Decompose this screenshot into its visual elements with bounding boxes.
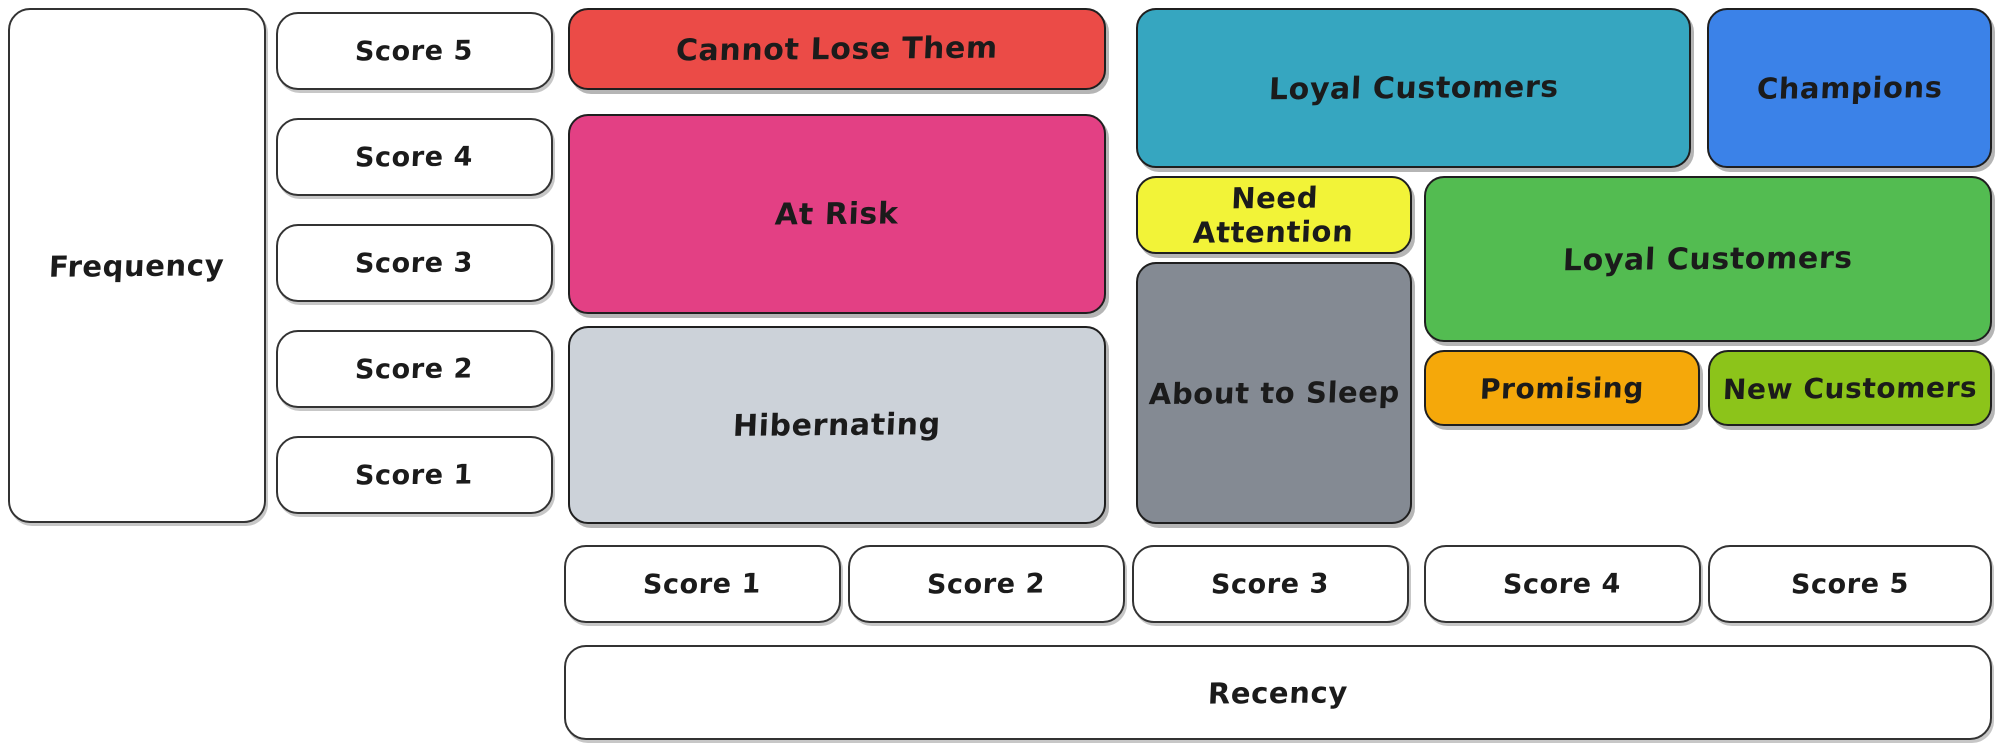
recency-score-3[interactable]: Score 3 — [1132, 545, 1409, 623]
segment-hibernating-label: Hibernating — [732, 406, 942, 444]
recency-score-5[interactable]: Score 5 — [1708, 545, 1992, 623]
frequency-score-2[interactable]: Score 2 — [276, 330, 553, 408]
segment-hibernating[interactable]: Hibernating — [568, 326, 1106, 524]
segment-need-attention-label: Need Attention — [1192, 180, 1355, 250]
recency-score-1[interactable]: Score 1 — [564, 545, 841, 623]
segment-loyal-customers-right-label: Loyal Customers — [1562, 240, 1854, 278]
frequency-score-1[interactable]: Score 1 — [276, 436, 553, 514]
segment-promising-label: Promising — [1479, 370, 1645, 406]
segment-about-to-sleep[interactable]: About to Sleep — [1136, 262, 1412, 524]
frequency-score-1-label: Score 1 — [354, 458, 475, 492]
segment-about-to-sleep-label: About to Sleep — [1147, 374, 1401, 412]
frequency-score-3[interactable]: Score 3 — [276, 224, 553, 302]
frequency-score-4[interactable]: Score 4 — [276, 118, 553, 196]
segment-at-risk-label: At Risk — [774, 195, 900, 233]
frequency-axis-label: Frequency — [8, 8, 266, 523]
frequency-score-5[interactable]: Score 5 — [276, 12, 553, 90]
frequency-score-4-label: Score 4 — [354, 140, 475, 174]
frequency-score-5-label: Score 5 — [354, 34, 475, 68]
segment-new-customers-label: New Customers — [1722, 370, 1978, 406]
segment-cannot-lose-them-label: Cannot Lose Them — [675, 30, 999, 68]
recency-axis-label: Recency — [564, 645, 1992, 740]
recency-score-4-label: Score 4 — [1502, 567, 1623, 601]
recency-axis-text: Recency — [1207, 674, 1349, 711]
segment-at-risk[interactable]: At Risk — [568, 114, 1106, 314]
segment-loyal-customers-upper-label: Loyal Customers — [1267, 69, 1560, 107]
segment-loyal-customers-upper[interactable]: Loyal Customers — [1136, 8, 1691, 168]
segment-loyal-customers-right[interactable]: Loyal Customers — [1424, 176, 1992, 342]
frequency-score-3-label: Score 3 — [354, 246, 475, 280]
recency-score-2-label: Score 2 — [926, 567, 1047, 601]
segment-cannot-lose-them[interactable]: Cannot Lose Them — [568, 8, 1106, 90]
segment-new-customers[interactable]: New Customers — [1708, 350, 1992, 426]
segment-need-attention[interactable]: Need Attention — [1136, 176, 1412, 254]
frequency-score-2-label: Score 2 — [354, 352, 475, 386]
segment-champions-label: Champions — [1755, 70, 1944, 106]
frequency-axis-text: Frequency — [48, 247, 226, 284]
recency-score-4[interactable]: Score 4 — [1424, 545, 1701, 623]
segment-promising[interactable]: Promising — [1424, 350, 1700, 426]
recency-score-1-label: Score 1 — [642, 567, 763, 601]
recency-score-3-label: Score 3 — [1210, 567, 1331, 601]
recency-score-2[interactable]: Score 2 — [848, 545, 1125, 623]
segment-champions[interactable]: Champions — [1707, 8, 1992, 168]
recency-score-5-label: Score 5 — [1790, 567, 1910, 601]
